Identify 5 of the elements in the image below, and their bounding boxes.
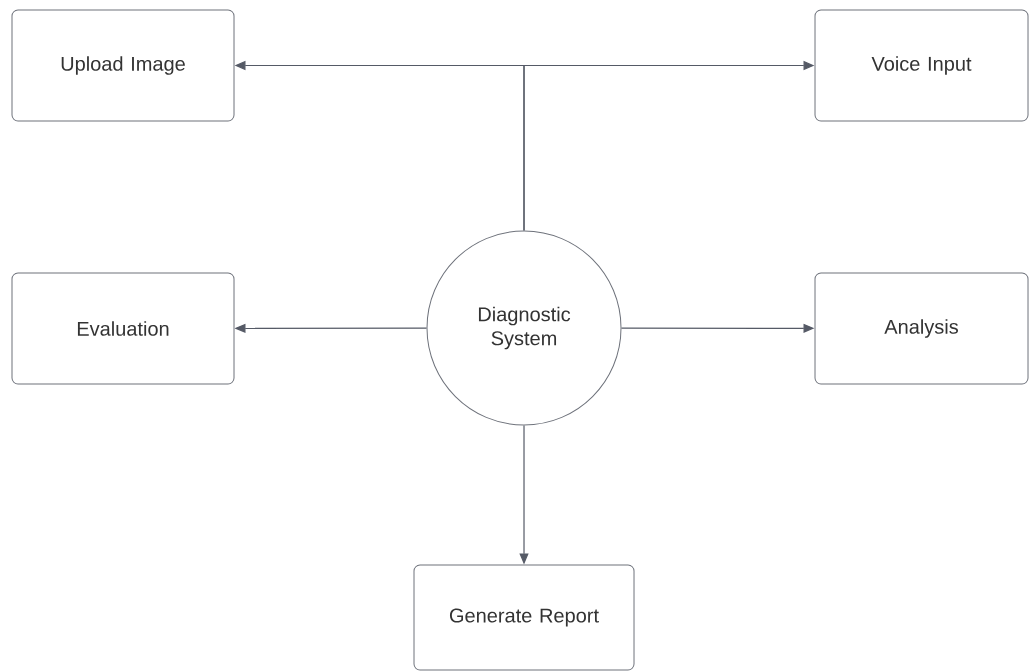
- process-box: Voice Input: [814, 9, 1029, 122]
- process-box: Evaluation: [11, 272, 235, 385]
- process-box: Generate Report: [413, 564, 635, 671]
- process-box: Analysis: [814, 272, 1029, 385]
- process-box: Upload Image: [11, 9, 235, 122]
